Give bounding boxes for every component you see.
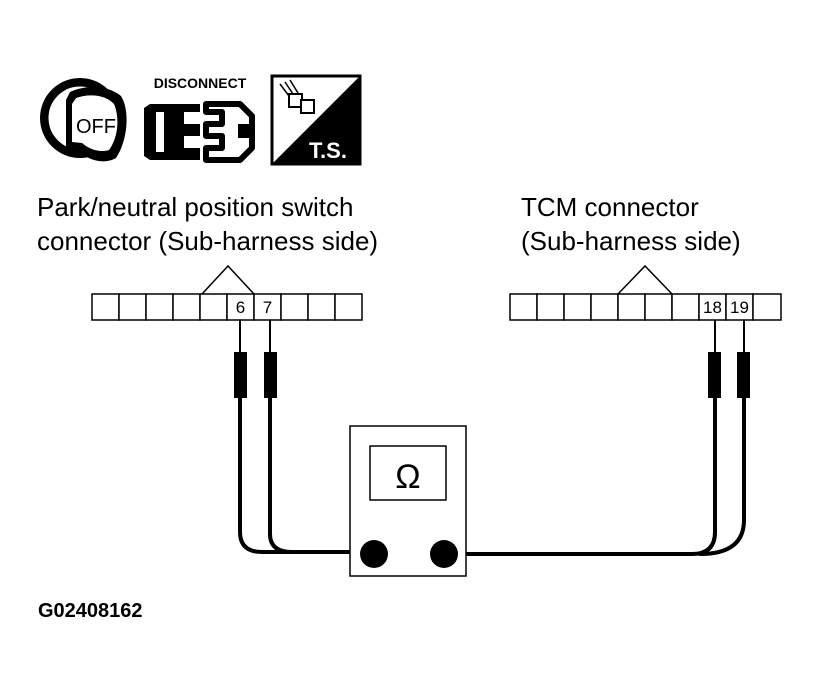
probe-pin-19	[737, 320, 750, 398]
probe-pin-18	[708, 320, 721, 398]
pnp-pin-6-label: 6	[235, 298, 246, 317]
test-support-icon: T.S.	[270, 74, 362, 166]
pnp-connector-caption: Park/neutral position switch connector (…	[37, 190, 378, 258]
ignition-off-label: OFF	[76, 116, 116, 138]
ohmmeter: Ω	[349, 425, 467, 577]
pnp-pin-6-cavity	[226, 293, 255, 321]
tcm-pin-19-cavity	[725, 293, 754, 321]
probe-pin-6	[234, 320, 247, 398]
pnp-caption-line1: Park/neutral position switch	[37, 192, 354, 222]
test-support-label: T.S.	[309, 138, 347, 163]
tcm-pin-18-label: 18	[703, 298, 722, 317]
disconnect-connector-icon: DISCONNECT	[144, 75, 255, 163]
ignition-key-off-icon: OFF	[40, 78, 127, 162]
test-leads	[238, 396, 746, 556]
tcm-connector-lock-tab	[617, 264, 673, 295]
ohmmeter-terminal-right	[430, 540, 458, 568]
tcm-connector-caption: TCM connector (Sub-harness side)	[521, 190, 741, 258]
tcm-pin-19-label: 19	[730, 298, 749, 317]
ohmmeter-terminal-left	[360, 540, 388, 568]
probe-pin-7	[264, 320, 277, 398]
figure-id: G02408162	[38, 600, 143, 622]
tcm-connector	[509, 264, 782, 321]
pnp-caption-line2: connector (Sub-harness side)	[37, 226, 379, 256]
ohm-symbol: Ω	[395, 458, 420, 496]
ohmmeter-display	[369, 445, 447, 501]
pnp-connector-lock-tab	[201, 264, 255, 295]
tcm-caption-line1: TCM connector	[521, 192, 699, 222]
pnp-switch-connector	[91, 264, 363, 321]
pnp-pin-7-label: 7	[262, 298, 273, 317]
disconnect-label: DISCONNECT	[154, 75, 247, 91]
tcm-caption-line2: (Sub-harness side)	[521, 226, 741, 256]
